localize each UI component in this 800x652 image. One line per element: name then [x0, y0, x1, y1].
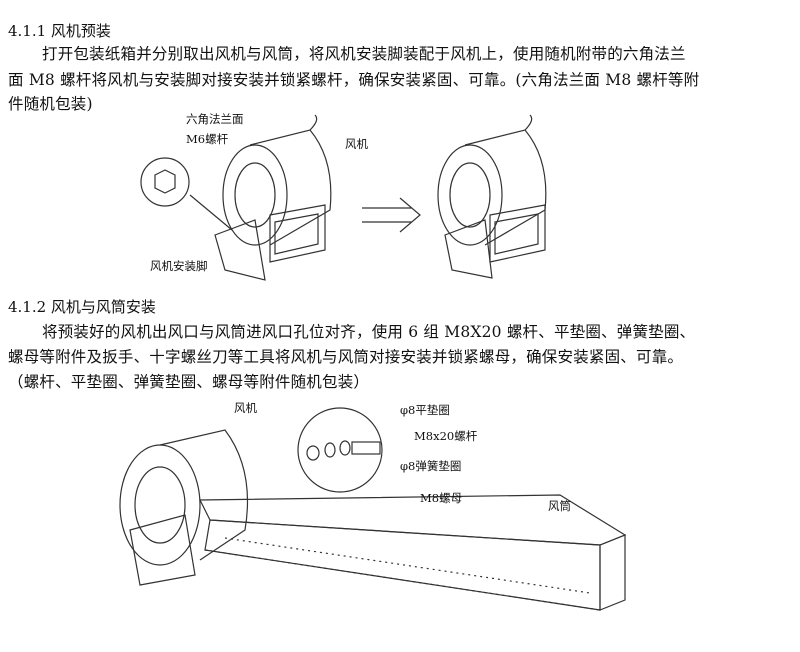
fan-duct-assembly-drawing [119, 407, 627, 611]
label-spring-washer: φ8弹簧垫圈 [400, 459, 462, 473]
label-fan-foot: 风机安装脚 [150, 259, 208, 273]
paragraph-line: 件随机包装) [8, 95, 93, 113]
label-duct: 风筒 [548, 499, 571, 513]
label-m8-nut: M8螺母 [420, 491, 463, 505]
fan-with-foot-drawing [140, 114, 332, 281]
label-flat-washer: φ8平垫圈 [400, 403, 450, 417]
paragraph-line: 打开包装纸箱并分别取出风机与风筒，将风机安装脚装配于风机上，使用随机附带的六角法… [42, 45, 686, 63]
label-m8x20-bolt: M8x20螺杆 [414, 429, 478, 443]
paragraph-line: （螺杆、平垫圈、弹簧垫圈、螺母等附件随机包装） [8, 373, 370, 391]
label-m6-bolt: M6螺杆 [186, 132, 229, 146]
label-fan: 风机 [234, 401, 257, 415]
label-flange: 六角法兰面 [186, 112, 244, 126]
paragraph-line: 面 M8 螺杆将风机与安装脚对接安装并锁紧螺杆，确保安装紧固、可靠。(六角法兰面… [8, 71, 700, 89]
section-heading-4-1-2: 4.1.2 风机与风筒安装 [8, 298, 156, 316]
assembled-fan-drawing [437, 114, 547, 279]
arrow-icon [362, 197, 421, 233]
section-heading-4-1-1: 4.1.1 风机预装 [8, 22, 111, 40]
label-fan: 风机 [345, 137, 368, 151]
paragraph-line: 将预装好的风机出风口与风筒进风口孔位对齐，使用 6 组 M8X20 螺杆、平垫圈… [42, 323, 696, 341]
paragraph-line: 螺母等附件及扳手、十字螺丝刀等工具将风机与风筒对接安装并锁紧螺母，确保安装紧固、… [8, 348, 684, 366]
